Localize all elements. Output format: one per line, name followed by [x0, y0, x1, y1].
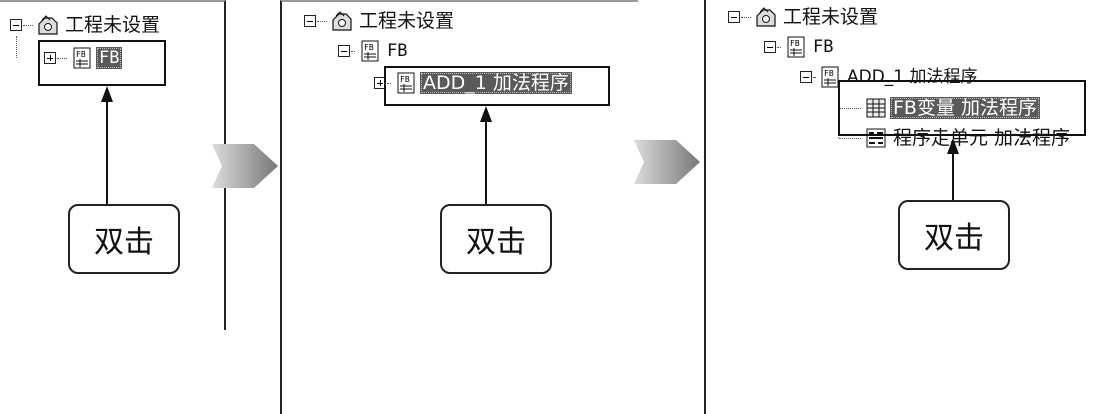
- highlight-frame: [838, 80, 1086, 136]
- tree-row-fb-variable[interactable]: FB变量 加法程序: [838, 97, 1041, 119]
- callout-text: 双击: [466, 225, 526, 260]
- svg-text:FB: FB: [824, 69, 834, 78]
- tree-connector: [813, 76, 815, 78]
- callout-text: 双击: [924, 221, 984, 256]
- tree-connector: [387, 82, 391, 84]
- function-block-icon: FB: [821, 66, 839, 88]
- tree-label-root: 工程未设置: [783, 6, 879, 28]
- function-block-icon: FB: [397, 72, 415, 94]
- pointer-arrow: [101, 86, 113, 204]
- tree-connector: [57, 57, 67, 59]
- highlight-frame: [38, 40, 166, 86]
- project-icon: [756, 7, 776, 27]
- tree-label-fb: FB: [813, 37, 834, 57]
- tree-panel-step-1: 工程未设置 FB FB 双击: [0, 0, 226, 330]
- flow-arrow-right: [212, 144, 278, 188]
- collapse-icon[interactable]: [764, 41, 776, 53]
- tree-connector: [777, 46, 781, 48]
- tree-label-fb-instance: ADD_1 加法程序: [420, 72, 572, 94]
- callout-double-click: 双击: [440, 204, 552, 274]
- tree-connector: [351, 50, 355, 52]
- tree-row-root[interactable]: 工程未设置: [304, 10, 457, 32]
- tree-connector: [741, 16, 751, 18]
- callout-double-click: 双击: [68, 204, 180, 274]
- tree-label-fb-variable: FB变量 加法程序: [890, 97, 1041, 119]
- tree-row-root[interactable]: 工程未设置: [10, 14, 163, 36]
- function-block-icon: FB: [787, 36, 805, 58]
- collapse-icon[interactable]: [728, 11, 740, 23]
- tree-row-fb-instance[interactable]: FB ADD_1 加法程序: [374, 72, 572, 94]
- tree-connector: [23, 24, 33, 26]
- tree-row-fb[interactable]: FB FB: [44, 47, 123, 69]
- tree-connector: [839, 137, 861, 139]
- flow-arrow-right: [634, 140, 700, 184]
- svg-text:FB: FB: [790, 39, 800, 48]
- function-block-icon: FB: [361, 40, 379, 62]
- tree-connector: [839, 107, 861, 109]
- pointer-arrow: [947, 138, 959, 200]
- pointer-arrow: [480, 106, 492, 204]
- collapse-icon[interactable]: [338, 45, 350, 57]
- program-body-icon: [866, 128, 886, 148]
- expand-icon[interactable]: [44, 52, 56, 64]
- project-icon: [332, 11, 352, 31]
- tree-panel-step-2: 工程未设置 FB FB FB ADD_1 加法程序 双击: [280, 0, 638, 414]
- tree-label-fb: FB: [96, 47, 123, 69]
- tree-label-root: 工程未设置: [359, 10, 455, 32]
- collapse-icon[interactable]: [10, 19, 22, 31]
- variable-table-icon: [866, 98, 886, 118]
- tree-label-fb-instance: ADD_1 加法程序: [847, 67, 978, 87]
- project-icon: [38, 15, 58, 35]
- tree-label-fb: FB: [387, 41, 408, 61]
- highlight-frame: [384, 66, 610, 106]
- tree-panel-step-3: 工程未设置 FB FB FB ADD_1 加法程序 FB变量 加法程序: [704, 0, 1113, 414]
- svg-text:FB: FB: [364, 43, 374, 52]
- callout-double-click: 双击: [898, 200, 1010, 270]
- tree-row-root[interactable]: 工程未设置: [728, 6, 881, 28]
- tree-row-program-unit[interactable]: 程序走单元 加法程序: [838, 127, 1073, 149]
- svg-text:FB: FB: [76, 50, 86, 59]
- tree-connector: [317, 20, 327, 22]
- tree-connector: [16, 36, 17, 58]
- collapse-icon[interactable]: [800, 71, 812, 83]
- tree-row-fb[interactable]: FB FB: [764, 36, 836, 58]
- tree-label-program-unit: 程序走单元 加法程序: [893, 127, 1071, 149]
- callout-text: 双击: [94, 225, 154, 260]
- tree-label-root: 工程未设置: [65, 14, 161, 36]
- tree-row-fb[interactable]: FB FB: [338, 40, 410, 62]
- function-block-icon: FB: [73, 47, 91, 69]
- collapse-icon[interactable]: [304, 15, 316, 27]
- svg-text:FB: FB: [400, 75, 410, 84]
- tree-row-fb-instance[interactable]: FB ADD_1 加法程序: [800, 66, 981, 88]
